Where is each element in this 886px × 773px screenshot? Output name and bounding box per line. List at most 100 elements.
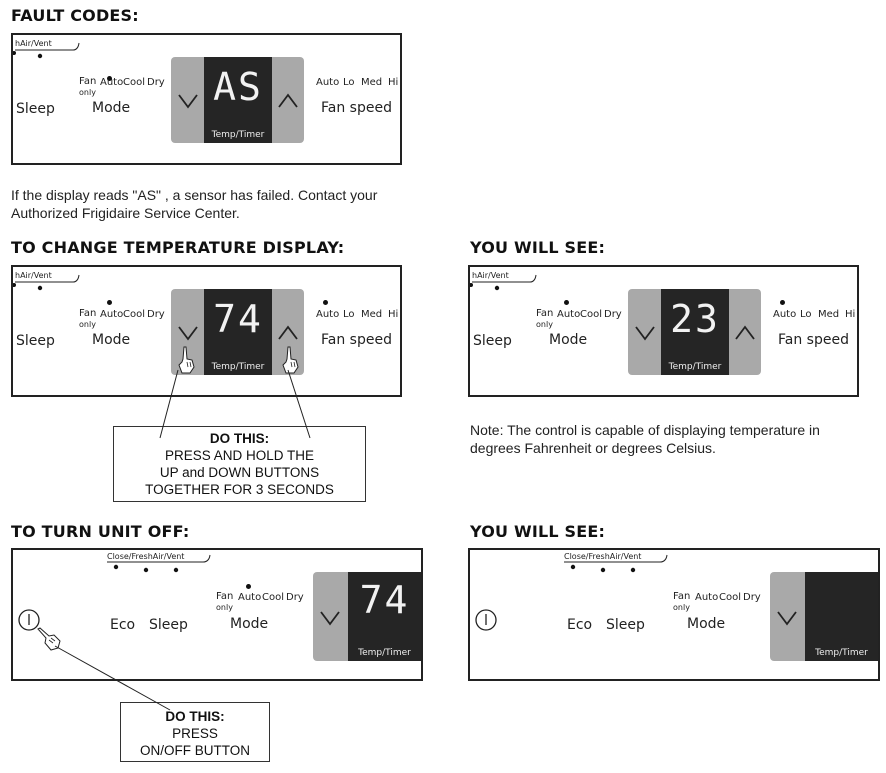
- temp-display-screen: 74 Temp/Timer: [204, 289, 272, 375]
- power-icon[interactable]: [474, 608, 498, 632]
- temp-control-buttons: 74 Temp/Timer: [313, 572, 421, 661]
- speed-indicator-dot: [780, 300, 785, 305]
- mode-indicator-dot: [107, 76, 112, 81]
- temp-display-screen: Temp/Timer: [805, 572, 878, 661]
- mode-auto-label: Auto: [100, 77, 124, 88]
- mode-cool-label: Cool: [262, 592, 284, 603]
- sleep-button[interactable]: Sleep: [16, 101, 55, 117]
- chevron-up-icon[interactable]: [277, 91, 299, 111]
- leader-line-power-button: [54, 645, 171, 711]
- mode-fan-label: Fan: [216, 591, 234, 602]
- temp-timer-label: Temp/Timer: [211, 362, 265, 372]
- temp-display-screen: 23 Temp/Timer: [661, 289, 729, 375]
- vent-indicator-bracket: [107, 554, 211, 573]
- temp-control-buttons: Temp/Timer: [770, 572, 878, 661]
- temp-control-buttons: AS Temp/Timer: [171, 57, 304, 143]
- chevron-down-icon[interactable]: [634, 323, 656, 343]
- sleep-button[interactable]: Sleep: [473, 333, 512, 349]
- mode-auto-label: Auto: [695, 592, 719, 603]
- speed-hi-label: Hi: [845, 309, 856, 320]
- eco-button[interactable]: Eco: [110, 617, 136, 633]
- mode-dry-label: Dry: [604, 309, 622, 320]
- control-panel-fault: hAir/Vent Sleep Fan only Auto Cool Dry M…: [11, 33, 402, 165]
- pointing-hand-icon: [282, 346, 299, 374]
- fan-speed-button[interactable]: Fan speed: [778, 332, 849, 348]
- mode-cool-label: Cool: [719, 592, 741, 603]
- mode-button[interactable]: Mode: [687, 616, 726, 632]
- pointing-hand-icon: [37, 627, 61, 651]
- mode-only-label: only: [673, 603, 690, 612]
- control-panel-change-temp: hAir/Vent Sleep Fan only Auto Cool Dry M…: [11, 265, 402, 397]
- speed-med-label: Med: [361, 77, 383, 88]
- speed-hi-label: Hi: [388, 309, 399, 320]
- pointing-hand-icon: [178, 346, 195, 374]
- fault-description-line1: If the display reads "AS" , a sensor has…: [11, 187, 378, 203]
- vent-indicator-bracket: [470, 274, 537, 291]
- mode-fan-label: Fan: [79, 308, 97, 319]
- mode-only-label: only: [216, 603, 233, 612]
- fault-description-line2: Authorized Frigidaire Service Center.: [11, 205, 240, 221]
- mode-only-label: only: [536, 320, 553, 329]
- note-text: Note: The control is capable of displayi…: [470, 421, 820, 457]
- power-icon[interactable]: [17, 608, 41, 632]
- fault-codes-heading: FAULT CODES:: [11, 6, 139, 25]
- speed-lo-label: Lo: [343, 309, 355, 320]
- speed-auto-label: Auto: [773, 309, 797, 320]
- chevron-down-icon[interactable]: [776, 608, 798, 628]
- callout-title: DO THIS:: [165, 709, 225, 724]
- note-text-line1: Note: The control is capable of displayi…: [470, 422, 820, 438]
- mode-auto-label: Auto: [557, 309, 581, 320]
- temp-display-screen: 74 Temp/Timer: [348, 572, 421, 661]
- speed-med-label: Med: [361, 309, 383, 320]
- sleep-button[interactable]: Sleep: [149, 617, 188, 633]
- chevron-down-icon[interactable]: [177, 323, 199, 343]
- chevron-down-icon[interactable]: [319, 608, 341, 628]
- you-will-see-heading-2: YOU WILL SEE:: [470, 522, 606, 541]
- callout-turn-off: DO THIS: PRESS ON/OFF BUTTON: [120, 702, 270, 762]
- mode-fan-label: Fan: [673, 591, 691, 602]
- mode-button[interactable]: Mode: [549, 332, 588, 348]
- speed-lo-label: Lo: [343, 77, 355, 88]
- chevron-down-icon[interactable]: [177, 91, 199, 111]
- callout-line2: ON/OFF BUTTON: [140, 743, 250, 758]
- close-freshair-vent-label: Close/FreshAir/Vent: [107, 552, 185, 561]
- temp-display-digits: 23: [670, 297, 720, 341]
- temp-timer-label: Temp/Timer: [211, 130, 265, 140]
- mode-cool-label: Cool: [123, 309, 145, 320]
- mode-button[interactable]: Mode: [230, 616, 269, 632]
- speed-auto-label: Auto: [316, 309, 340, 320]
- temp-timer-label: Temp/Timer: [358, 648, 411, 658]
- chevron-up-icon[interactable]: [734, 323, 756, 343]
- fan-speed-button[interactable]: Fan speed: [321, 332, 392, 348]
- mode-dry-label: Dry: [743, 592, 761, 603]
- mode-cool-label: Cool: [123, 77, 145, 88]
- callout-line2: UP and DOWN BUTTONS: [159, 465, 320, 480]
- sleep-button[interactable]: Sleep: [16, 333, 55, 349]
- mode-cool-label: Cool: [580, 309, 602, 320]
- you-will-see-heading-1: YOU WILL SEE:: [470, 238, 606, 257]
- speed-indicator-dot: [323, 300, 328, 305]
- speed-auto-label: Auto: [316, 77, 340, 88]
- mode-only-label: only: [79, 320, 96, 329]
- mode-dry-label: Dry: [147, 309, 165, 320]
- temp-display-digits: AS: [213, 65, 263, 109]
- mode-button[interactable]: Mode: [92, 100, 131, 116]
- temp-display-digits: 74: [213, 297, 263, 341]
- hair-vent-label: hAir/Vent: [472, 271, 509, 280]
- leader-line-down-button: [159, 369, 179, 439]
- mode-button[interactable]: Mode: [92, 332, 131, 348]
- vent-indicator-bracket: [13, 274, 80, 291]
- mode-indicator-dot: [564, 300, 569, 305]
- eco-button[interactable]: Eco: [567, 617, 593, 633]
- control-panel-result-off: Close/FreshAir/Vent Eco Sleep Fan only A…: [468, 548, 880, 681]
- temp-control-buttons: 23 Temp/Timer: [628, 289, 761, 375]
- mode-auto-label: Auto: [238, 592, 262, 603]
- sleep-button[interactable]: Sleep: [606, 617, 645, 633]
- temp-control-buttons: 74 Temp/Timer: [171, 289, 304, 375]
- fan-speed-button[interactable]: Fan speed: [321, 100, 392, 116]
- callout-line1: PRESS AND HOLD THE: [164, 448, 315, 463]
- vent-indicator-bracket: [564, 554, 668, 573]
- chevron-up-icon[interactable]: [277, 323, 299, 343]
- vent-indicator-bracket: [13, 42, 80, 59]
- mode-fan-label: Fan: [536, 308, 554, 319]
